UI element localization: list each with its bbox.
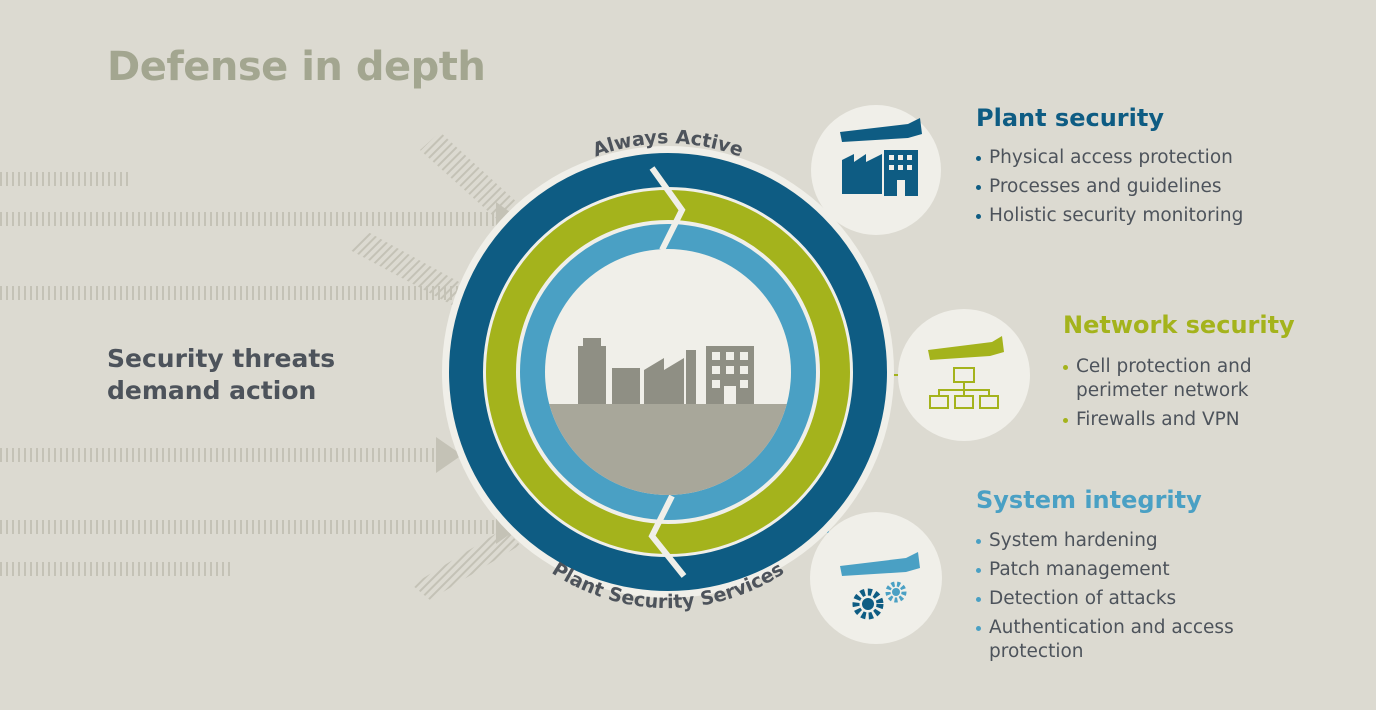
list-item: Cell protection and perimeter network bbox=[1063, 355, 1283, 403]
threat-line bbox=[0, 172, 132, 186]
hand-over-factory-icon bbox=[811, 105, 941, 235]
threat-line bbox=[0, 562, 230, 576]
threats-line-2: demand action bbox=[107, 376, 317, 405]
threat-arrowhead bbox=[436, 437, 462, 473]
list-item: Authentication and access protection bbox=[976, 616, 1266, 664]
threat-diagonal bbox=[350, 232, 470, 305]
threat-line bbox=[0, 520, 505, 534]
list-item: Firewalls and VPN bbox=[1063, 408, 1283, 432]
system-integrity-list: System hardening Patch management Detect… bbox=[976, 529, 1266, 669]
threat-line bbox=[0, 212, 505, 226]
threat-diagonal bbox=[420, 132, 520, 222]
network-security-title: Network security bbox=[1063, 311, 1295, 339]
ring-network bbox=[486, 190, 850, 554]
list-item: Processes and guidelines bbox=[976, 175, 1243, 199]
plant-security-list: Physical access protection Processes and… bbox=[976, 146, 1243, 233]
hand-over-gears-icon bbox=[810, 512, 942, 644]
plant-security-title: Plant security bbox=[976, 104, 1164, 132]
factory-scene bbox=[545, 338, 791, 495]
threat-line bbox=[0, 448, 445, 462]
list-item: Physical access protection bbox=[976, 146, 1243, 170]
ring-plant bbox=[449, 153, 887, 591]
system-integrity-title: System integrity bbox=[976, 486, 1202, 514]
ring-chevron-top bbox=[649, 166, 686, 252]
threats-label: Security threats demand action bbox=[107, 343, 335, 407]
list-item: Patch management bbox=[976, 558, 1266, 582]
page-title: Defense in depth bbox=[107, 44, 486, 90]
threat-diagonal bbox=[412, 528, 520, 600]
threats-line-1: Security threats bbox=[107, 344, 336, 373]
threat-line bbox=[0, 286, 470, 300]
threat-arrows bbox=[0, 132, 520, 600]
list-item: Holistic security monitoring bbox=[976, 204, 1243, 228]
hand-over-network-icon bbox=[898, 309, 1030, 441]
list-item: Detection of attacks bbox=[976, 587, 1266, 611]
list-item: System hardening bbox=[976, 529, 1266, 553]
ring-chevron-bottom bbox=[648, 494, 687, 578]
network-security-list: Cell protection and perimeter network Fi… bbox=[1063, 355, 1283, 437]
